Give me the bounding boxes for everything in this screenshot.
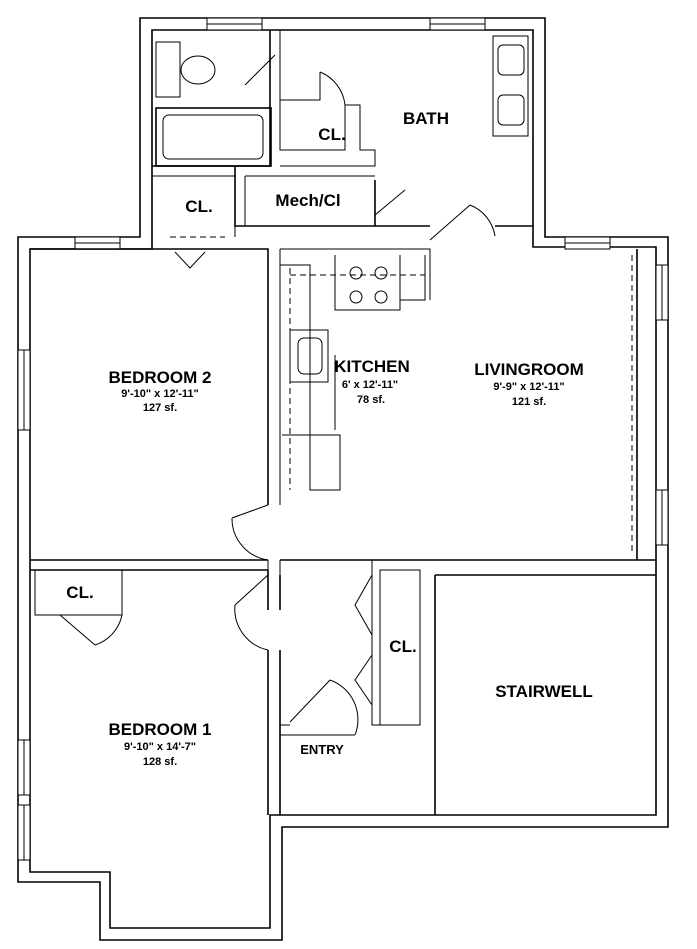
toilet-icon	[180, 55, 216, 85]
bath-fixtures	[155, 35, 529, 167]
room-dims-livingroom: 9'-9" x 12'-11"	[493, 381, 564, 393]
interior-walls-top	[151, 30, 533, 269]
room-label-entry: ENTRY	[300, 742, 344, 757]
room-label-livingroom: LIVINGROOM	[474, 360, 584, 379]
room-area-kitchen: 78 sf.	[357, 394, 385, 406]
room-label-bedroom1-closet: CL.	[66, 583, 93, 602]
room-dims-bedroom1: 9'-10" x 14'-7"	[124, 741, 196, 753]
room-dims-kitchen: 6' x 12'-11"	[342, 379, 398, 391]
windows	[17, 17, 669, 861]
exterior-wall-outer	[17, 17, 669, 941]
exterior-wall-inner	[29, 29, 657, 929]
bathtub-icon	[155, 107, 272, 167]
room-dims-bedroom2: 9'-10" x 12'-11"	[121, 388, 198, 400]
sink-icon	[289, 329, 329, 383]
room-label-hall-closet: CL.	[389, 637, 416, 656]
interior-walls-main	[30, 248, 656, 815]
room-label-stairwell: STAIRWELL	[495, 682, 593, 701]
room-label-bath-closet: CL.	[318, 125, 345, 144]
room-label-kitchen: KITCHEN	[334, 357, 410, 376]
room-area-livingroom: 121 sf.	[512, 396, 546, 408]
room-label-bedroom1: BEDROOM 1	[109, 720, 212, 739]
room-label-bath: BATH	[403, 109, 449, 128]
vanity-icon	[492, 35, 529, 137]
room-area-bedroom2: 127 sf.	[143, 402, 177, 414]
room-area-bedroom1: 128 sf.	[143, 756, 177, 768]
room-label-mech: Mech/Cl	[275, 191, 340, 210]
room-label-closet-top: CL.	[185, 197, 212, 216]
room-label-bedroom2: BEDROOM 2	[109, 368, 212, 387]
